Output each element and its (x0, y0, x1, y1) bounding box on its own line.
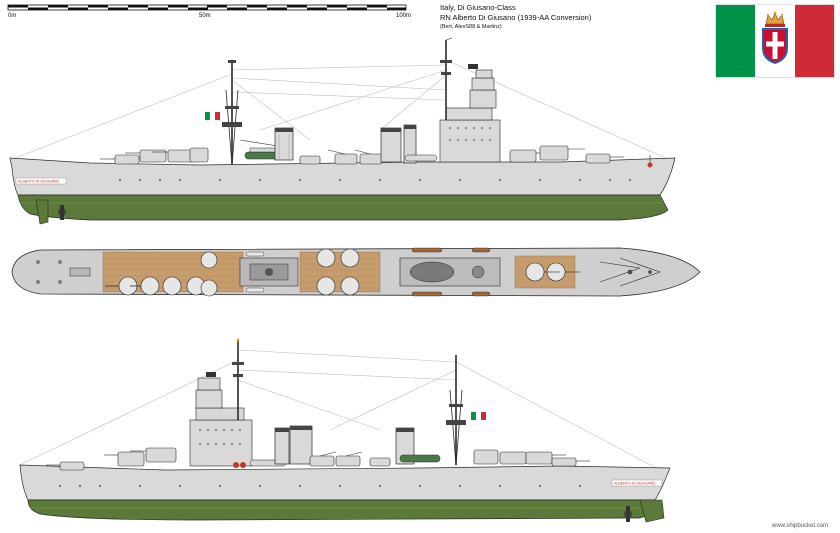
starboard-profile-view: ALBERTO DI GIUSSANO (9, 37, 676, 225)
propeller-shaft-bracket (60, 205, 64, 220)
port-rudder (639, 499, 665, 523)
midship-wood-deck (299, 251, 381, 293)
port-lifebuoy-icon (240, 462, 246, 468)
port-stern-name-plate (611, 479, 663, 487)
plan-aft-turrets (118, 276, 206, 296)
midship-aa-mounts (299, 149, 383, 165)
port-hull-boot-topping (27, 499, 656, 521)
forward-turrets (509, 145, 624, 164)
header-credits: (Bert, AlexS88 & Martinz) (440, 24, 502, 30)
port-stern-name-text: ALBERTO DI GIUSSANO (614, 482, 655, 486)
port-foremast (206, 338, 244, 420)
header-class: Italy, Di Giusano-Class (440, 3, 516, 12)
stern-name-plate (15, 177, 67, 185)
aft-turrets (100, 147, 209, 165)
italy-royal-flag (715, 4, 835, 78)
plan-boats (245, 247, 491, 297)
port-lifebuoy-icon (233, 462, 239, 468)
port-portholes (59, 485, 581, 487)
bow-lifebuoy-icon (647, 162, 653, 168)
portholes (119, 179, 631, 181)
rigging-lines (9, 59, 671, 161)
stern-name-text: ALBERTO DI GIUSSANO (18, 180, 59, 184)
plan-bow-fittings (599, 257, 661, 287)
port-profile-view: ALBERTO DI GIUSSANO (19, 338, 671, 523)
plan-aa-mounts (200, 248, 360, 297)
fore-funnel (380, 124, 417, 164)
flag-green-band (716, 5, 755, 77)
port-aft-tripod-mast (446, 355, 466, 466)
header-block: Italy, Di Giusano-Class RN Alberto Di Gi… (440, 3, 592, 30)
plan-stern-fittings (36, 260, 91, 284)
site-watermark: www.shipbucket.com (771, 523, 828, 529)
plan-view (11, 247, 701, 297)
plan-bridge-icon (471, 265, 485, 279)
port-hull-upper (19, 464, 671, 501)
scale-bar-segments (8, 5, 406, 10)
forward-bridge-tower (439, 69, 501, 163)
hull-boot-topping (17, 194, 669, 221)
aft-tripod-mast (222, 60, 242, 166)
aft-funnel (274, 127, 294, 161)
scale-tick-100: 100m (396, 13, 411, 19)
scale-tick-0: 0m (8, 13, 16, 19)
plan-aft-mast-icon (265, 268, 273, 276)
masthead-light-icon (236, 338, 240, 342)
mast-ensign-top (205, 111, 220, 121)
port-midship-aa-mounts (309, 451, 391, 467)
port-fore-funnel (274, 425, 313, 465)
header-ship-name: RN Alberto Di Giusano (1939-AA Conversio… (440, 13, 592, 22)
foremast (440, 37, 478, 120)
port-forward-turrets (46, 447, 177, 471)
port-aft-turrets (473, 449, 590, 467)
port-bridge-tower (189, 377, 253, 467)
hull-upper (9, 157, 676, 196)
port-aft-boat (399, 454, 441, 463)
rudder (35, 199, 49, 225)
plan-forward-turrets (525, 262, 580, 282)
plan-fore-funnel-top (409, 261, 455, 283)
flag-red-band (795, 5, 834, 77)
port-mast-ensign (471, 411, 486, 421)
scale-bar: 0m 50m 100m (7, 4, 411, 19)
rigging-lines-port (19, 349, 661, 471)
scale-tick-50: 50m (199, 13, 211, 19)
savoy-cross-with-crown-icon (762, 11, 788, 64)
